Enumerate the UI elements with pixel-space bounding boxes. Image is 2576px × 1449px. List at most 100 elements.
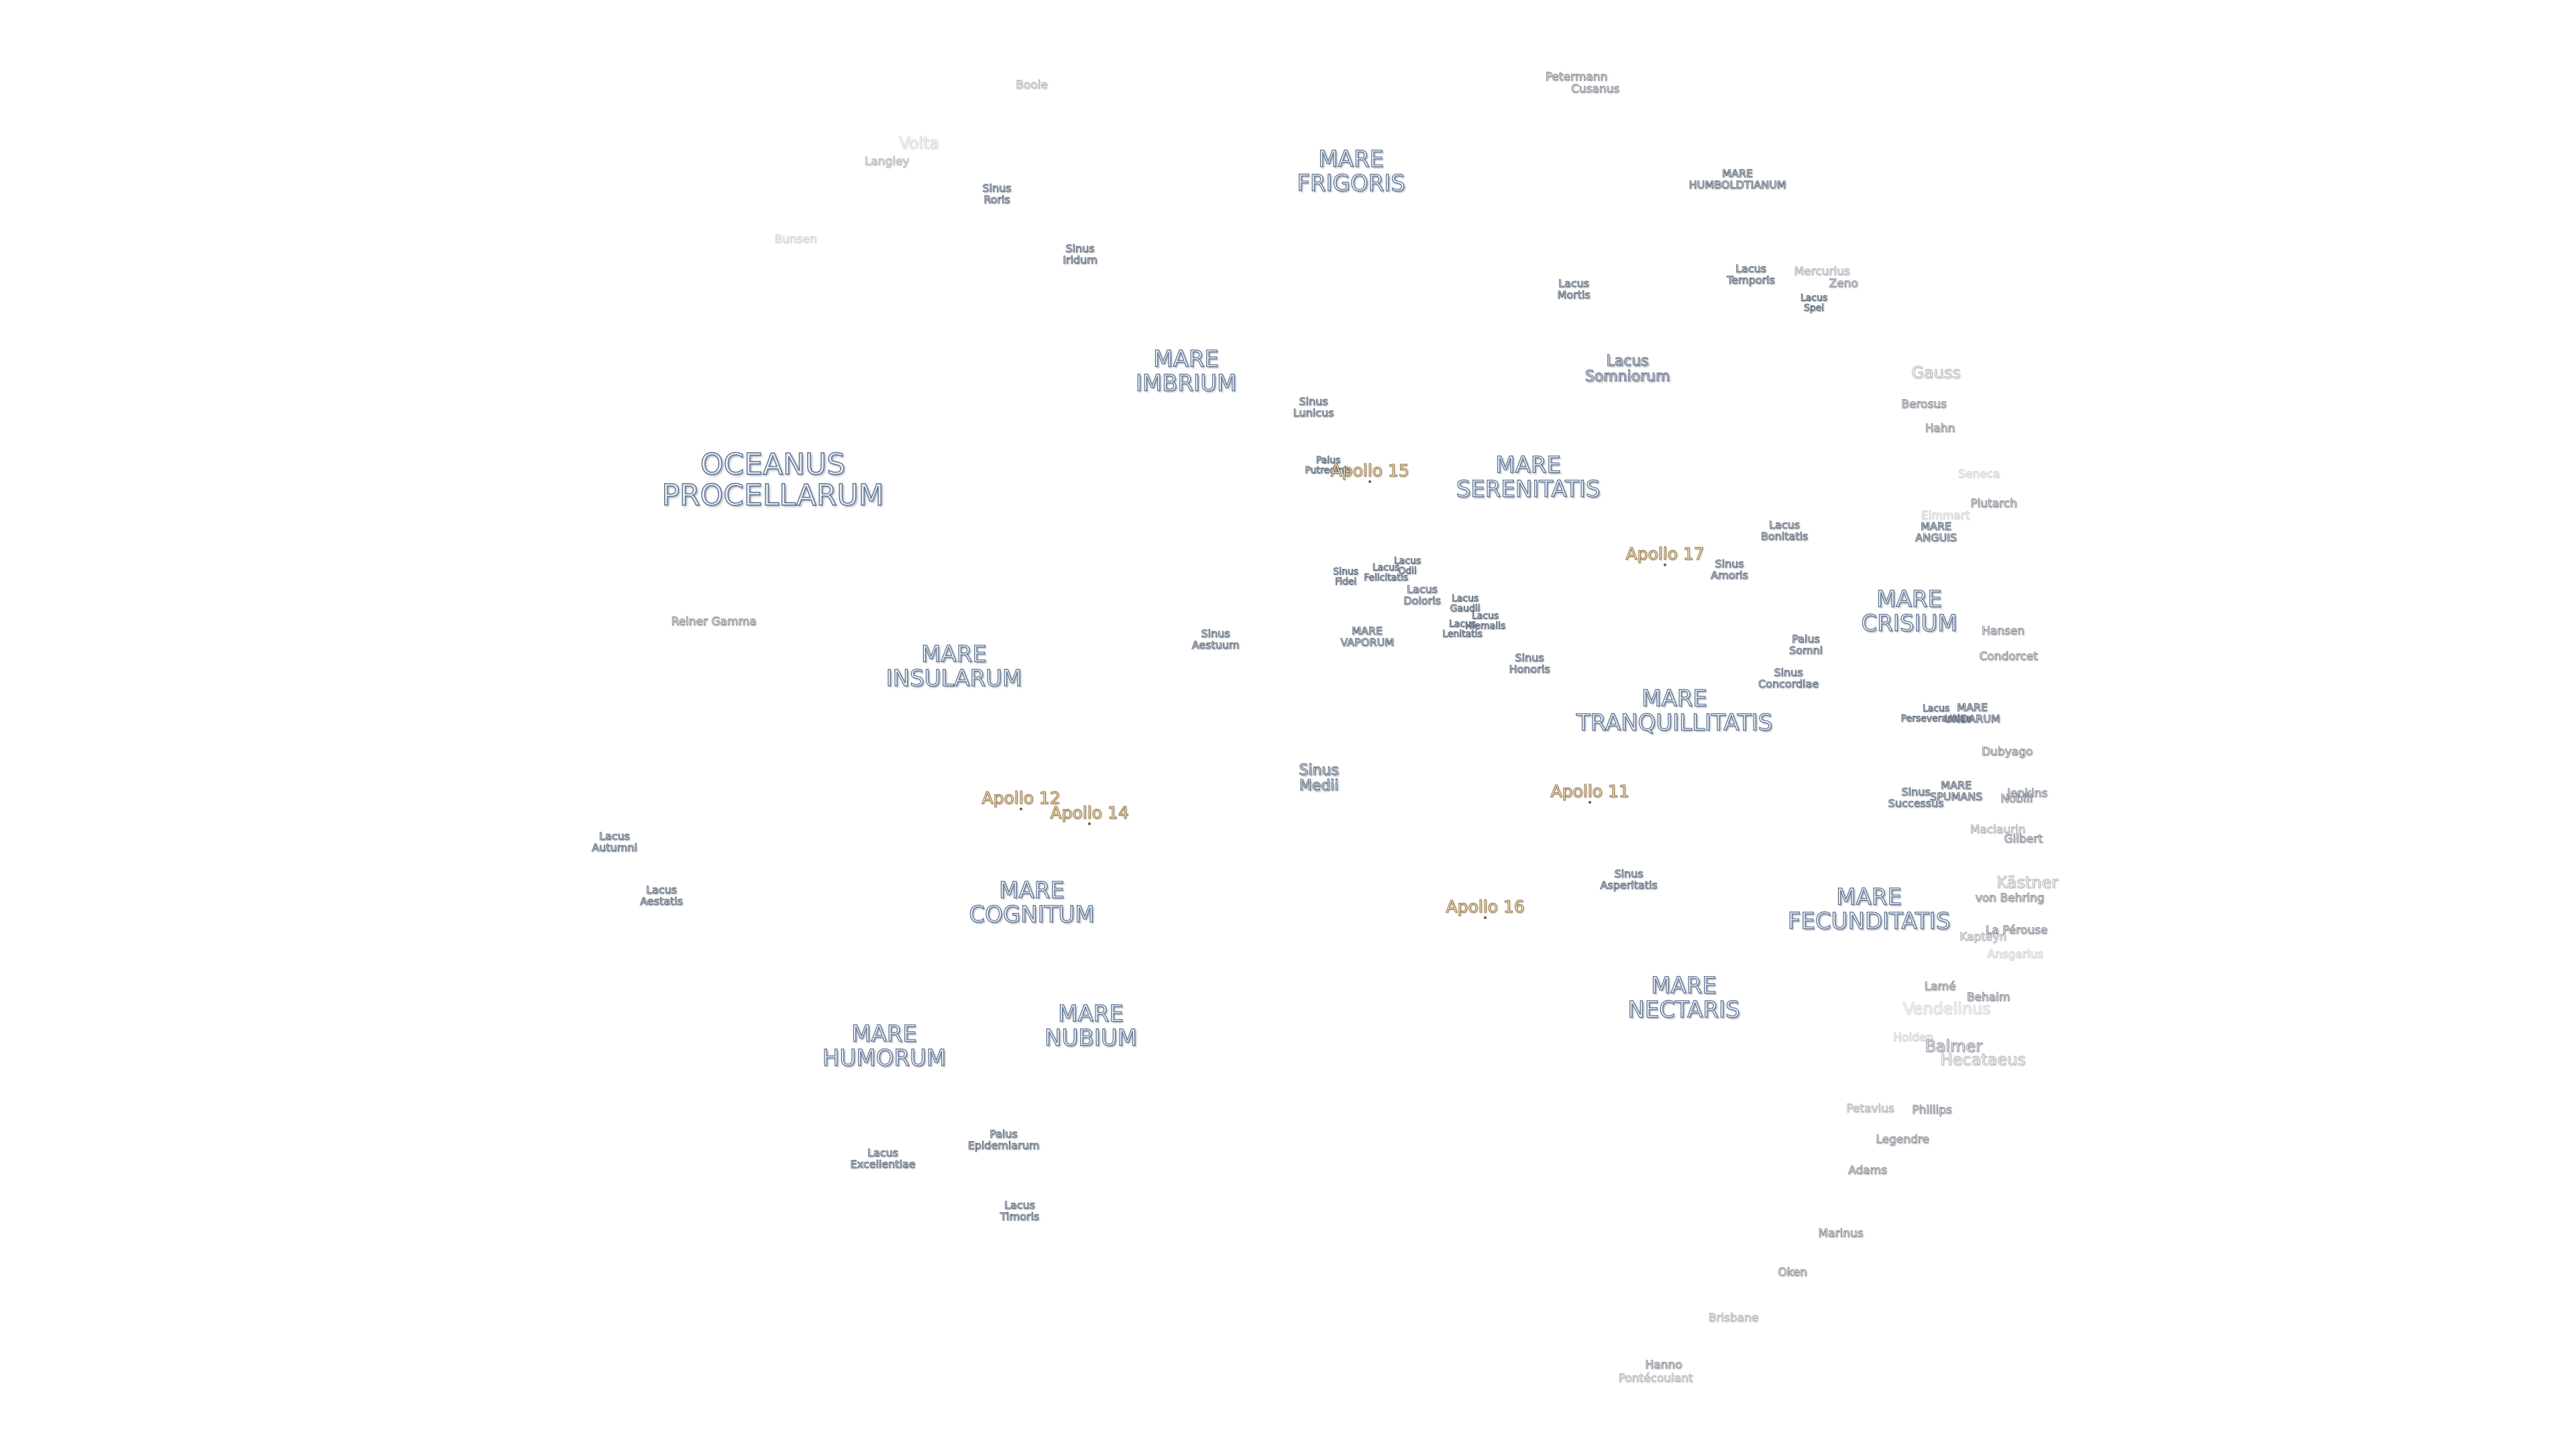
mare-anguis-label: MARE ANGUIS: [1915, 520, 1957, 544]
crater-vendelinus-label: Vendelinus: [1902, 999, 1991, 1018]
mare-serenitatis-label: MARE SERENITATIS: [1456, 451, 1601, 502]
crater-mercurius-label: Mercurius: [1794, 265, 1850, 279]
crater-zeno-label: Zeno: [1829, 277, 1858, 291]
apollo-12-site-marker: [1020, 808, 1022, 810]
mare-undarum-label: MARE UNDARUM: [1944, 701, 2000, 725]
sinus-aestuum-label: Sinus Aestuum: [1191, 627, 1240, 651]
crater-holden-label: Holden: [1893, 1031, 1934, 1045]
crater-hanno-label: Hanno: [1645, 1358, 1682, 1373]
lacus-somniorum-label: Lacus Somniorum: [1585, 352, 1670, 385]
apollo-15-label: Apollo 15: [1330, 460, 1409, 480]
crater-legendre-label: Legendre: [1876, 1133, 1929, 1147]
crater-boole-label: Boole: [1016, 78, 1048, 93]
crater-kapteyn-label: Kapteyn: [1959, 930, 2007, 945]
mare-tranquillitatis-label: MARE TRANQUILLITATIS: [1576, 685, 1773, 736]
lacus-perseverantiae-label: Lacus Perseverantiae: [1900, 703, 1972, 724]
crater-volta-label: Volta: [898, 133, 940, 153]
crater-condorcet-label: Condorcet: [1979, 650, 2038, 664]
crater-nobili-label: Nobili: [2000, 792, 2033, 806]
lacus-gaudii-label: Lacus Gaudii: [1450, 593, 1481, 614]
crater-cusanus-label: Cusanus: [1570, 83, 1620, 97]
mare-nectaris-label: MARE NECTARIS: [1627, 972, 1740, 1023]
crater-berosus-label: Berosus: [1901, 398, 1947, 412]
crater-hahn-label: Hahn: [1925, 422, 1955, 436]
crater-langley-label: Langley: [864, 155, 910, 169]
apollo-11-site-marker: [1589, 801, 1591, 804]
apollo-17-label: Apollo 17: [1625, 543, 1705, 564]
mare-nubium-label: MARE NUBIUM: [1044, 1000, 1137, 1051]
mare-insularum-label: MARE INSULARUM: [885, 641, 1022, 692]
crater-hecataeus-label: Hecataeus: [1940, 1050, 2026, 1069]
crater-reiner-gamma-label: Reiner Gamma: [671, 615, 757, 629]
crater-eimmart-label: Eimmart: [1921, 509, 1970, 523]
sinus-fidei-label: Sinus Fidei: [1333, 566, 1359, 587]
sinus-successus-label: Sinus Successus: [1888, 786, 1944, 810]
sinus-lunicus-label: Sinus Lunicus: [1293, 395, 1334, 419]
sinus-amoris-label: Sinus Amoris: [1711, 557, 1748, 582]
crater-balmer-label: Balmer: [1925, 1036, 1983, 1056]
apollo-11-label: Apollo 11: [1550, 781, 1629, 801]
crater-oken-label: Oken: [1778, 1266, 1808, 1280]
crater-kastner-label: Kästner: [1996, 873, 2058, 892]
crater-adams-label: Adams: [1848, 1164, 1888, 1178]
crater-marinus-label: Marinus: [1818, 1227, 1864, 1241]
crater-phillips-label: Phillips: [1912, 1104, 1952, 1118]
oceanus-procellarum-label: OCEANUS PROCELLARUM: [661, 447, 885, 513]
sinus-roris-label: Sinus Roris: [982, 182, 1012, 206]
apollo-15-site-marker: [1368, 480, 1371, 483]
mare-fecunditatis-label: MARE FECUNDITATIS: [1787, 883, 1951, 934]
mare-cognitum-label: MARE COGNITUM: [969, 877, 1095, 928]
apollo-17-site-marker: [1664, 564, 1666, 566]
palus-somni-label: Palus Somni: [1788, 633, 1823, 657]
lacus-autumni-label: Lacus Autumni: [592, 830, 637, 854]
apollo-14-site-marker: [1088, 822, 1091, 825]
palus-putredinis-label: Palus Putredinis: [1305, 455, 1352, 476]
crater-ansgarius-label: Ansgarius: [1987, 948, 2044, 962]
crater-petermann-label: Petermann: [1545, 70, 1608, 85]
mare-frigoris-label: MARE FRIGORIS: [1297, 146, 1406, 197]
crater-lame-label: Lamé: [1924, 980, 1956, 994]
sinus-honoris-label: Sinus Honoris: [1509, 651, 1550, 676]
mare-vaporum-label: MARE VAPORUM: [1340, 625, 1395, 649]
crater-bunsen-label: Bunsen: [774, 233, 817, 247]
crater-behaim-label: Behaim: [1966, 991, 2010, 1005]
apollo-14-label: Apollo 14: [1050, 802, 1129, 822]
apollo-16-label: Apollo 16: [1446, 896, 1525, 916]
crater-la-perouse-label: La Pérouse: [1985, 924, 2048, 938]
mare-crisium-label: MARE CRISIUM: [1861, 586, 1957, 637]
lacus-temporis-label: Lacus Temporis: [1727, 262, 1776, 286]
sinus-iridum-label: Sinus Iridum: [1063, 242, 1097, 266]
crater-seneca-label: Seneca: [1957, 468, 2000, 482]
sinus-concordiae-label: Sinus Concordiae: [1758, 666, 1819, 690]
crater-gauss-label: Gauss: [1911, 363, 1961, 382]
lacus-timoris-label: Lacus Timoris: [1000, 1199, 1040, 1223]
mare-spumans-label: MARE SPUMANS: [1929, 779, 1983, 803]
lacus-excellentiae-label: Lacus Excellentiae: [850, 1146, 916, 1171]
crater-petavius-label: Petavius: [1846, 1102, 1894, 1116]
mare-imbrium-label: MARE IMBRIUM: [1135, 345, 1237, 396]
sinus-medii-label: Sinus Medii: [1299, 761, 1339, 794]
crater-jenkins-label: Jenkins: [2006, 787, 2048, 801]
mare-humboldtianum-label: MARE HUMBOLDTIANUM: [1688, 167, 1786, 191]
lacus-lenitatis-label: Lacus Lenitatis: [1442, 619, 1483, 639]
crater-dubyago-label: Dubyago: [1981, 745, 2033, 759]
crater-maclaurin-label: Maclaurin: [1970, 823, 2026, 837]
crater-plutarch-label: Plutarch: [1970, 497, 2017, 511]
crater-brisbane-label: Brisbane: [1708, 1311, 1759, 1326]
sinus-asperitatis-label: Sinus Asperitatis: [1600, 867, 1658, 892]
apollo-12-label: Apollo 12: [981, 788, 1061, 808]
lacus-doloris-label: Lacus Doloris: [1403, 583, 1441, 607]
lacus-hiemalis-label: Lacus Hiemalis: [1464, 610, 1506, 631]
lacus-aestatis-label: Lacus Aestatis: [640, 883, 684, 908]
lacus-mortis-label: Lacus Mortis: [1557, 277, 1591, 301]
lacus-felicitatis-label: Lacus Felicitatis: [1363, 562, 1409, 583]
crater-gilbert-label: Gilbert: [2004, 833, 2043, 847]
crater-pontecoulant-label: Pontécoulant: [1618, 1372, 1693, 1386]
lacus-bonitatis-label: Lacus Bonitatis: [1760, 519, 1809, 543]
lacus-odii-label: Lacus Odii: [1393, 555, 1421, 576]
palus-epidemiarum-label: Palus Epidemiarum: [967, 1128, 1040, 1152]
crater-hansen-label: Hansen: [1981, 625, 2025, 639]
mare-humorum-label: MARE HUMORUM: [822, 1020, 947, 1071]
crater-von-behring-label: von Behring: [1975, 892, 2045, 906]
